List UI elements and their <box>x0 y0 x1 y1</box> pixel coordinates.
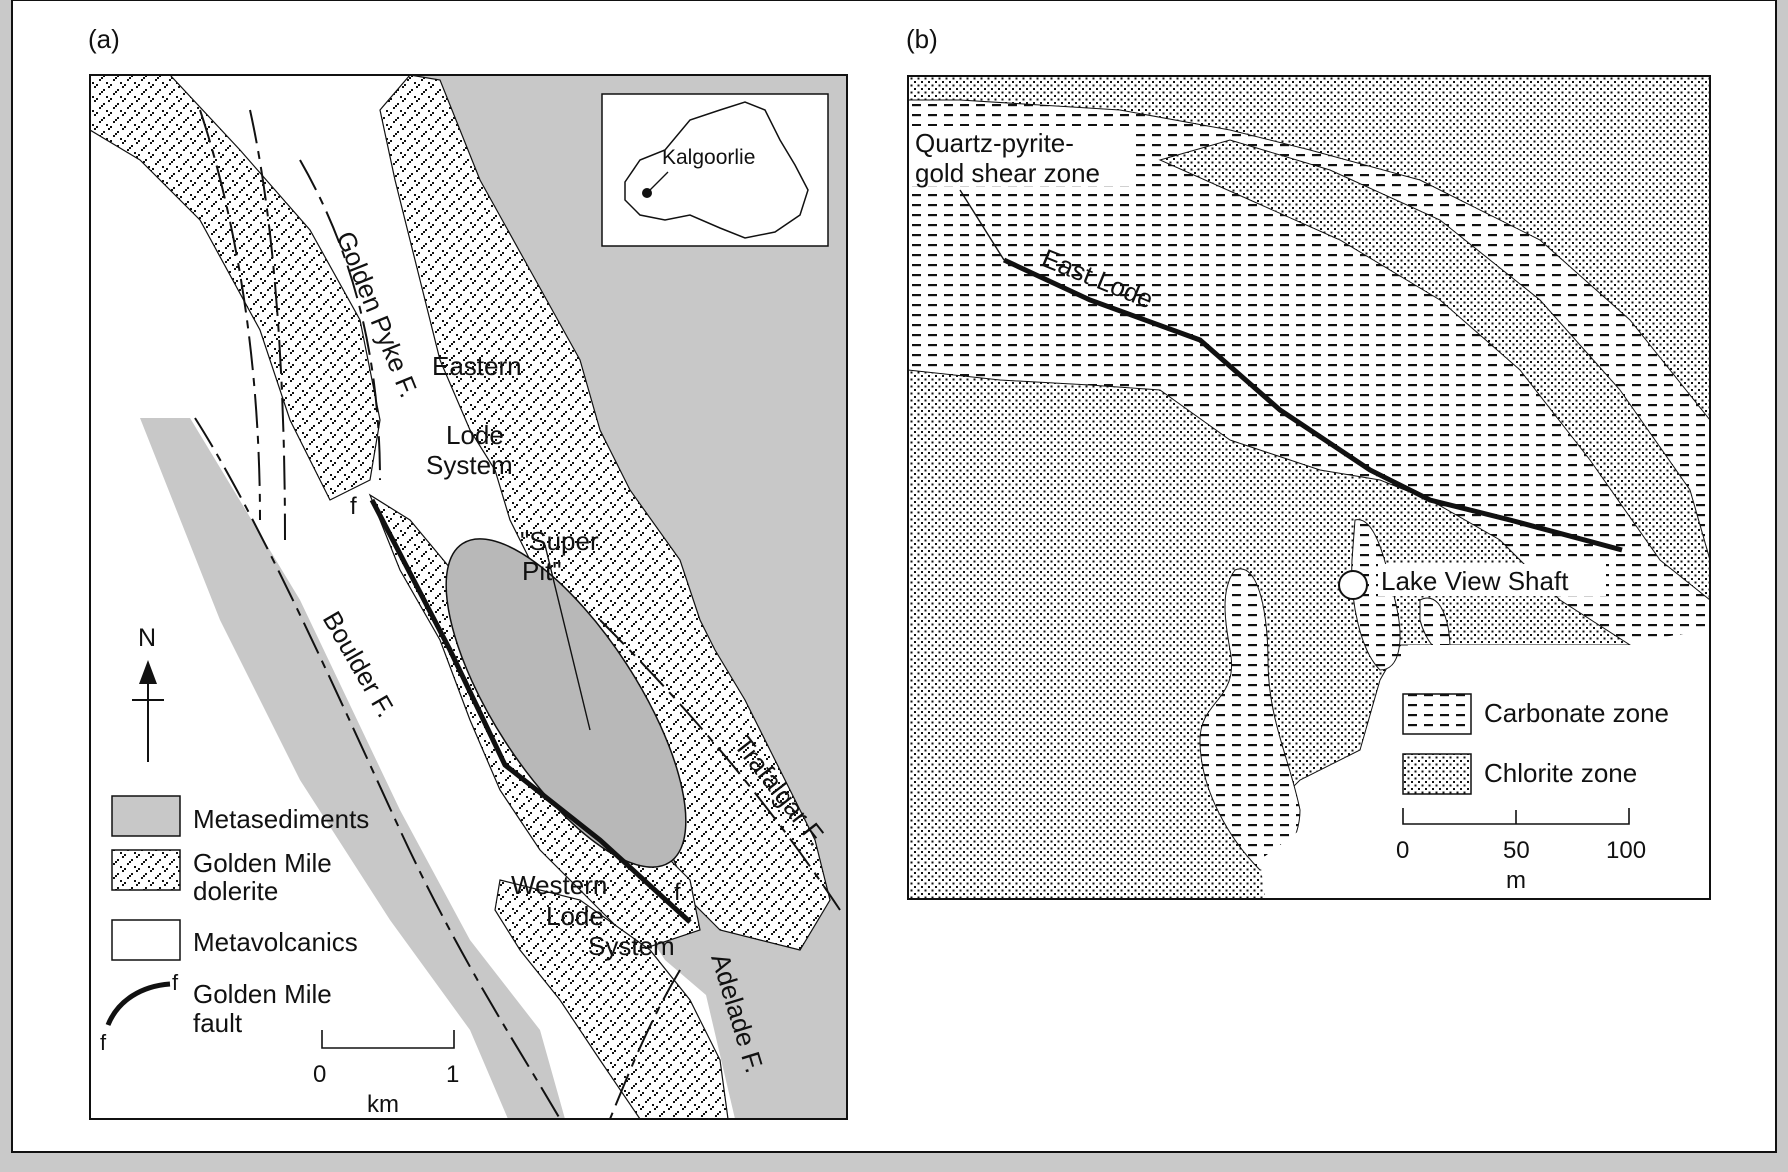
scale-b-tick-50: 50 <box>1503 837 1530 864</box>
legend-fault-mark-2: f <box>172 970 179 995</box>
scale-a: 0 1 km <box>313 1030 459 1118</box>
legend-label-fault-1: Golden Mile <box>193 979 332 1009</box>
legend-b-background <box>1260 645 1710 899</box>
scale-b-unit: m <box>1506 867 1526 894</box>
label-system: System <box>426 450 513 480</box>
legend-swatch-metasediments <box>111 795 181 837</box>
legend-swatch-chlorite <box>1402 753 1472 795</box>
fault-mark-north: f <box>350 493 357 520</box>
east-lode-shear-line <box>1002 257 1623 553</box>
map-a-frame <box>89 74 848 1120</box>
label-eastern: Eastern <box>432 351 522 381</box>
label-western: Western <box>511 870 607 900</box>
map-b-frame <box>907 75 1711 900</box>
australia-outline-icon <box>624 101 809 239</box>
metasediments-west <box>140 418 565 1119</box>
label-lode: Lode <box>446 420 504 450</box>
shear-zone-label-2: gold shear zone <box>915 158 1100 188</box>
dolerite-east <box>379 75 831 951</box>
scale-a-max: 1 <box>446 1061 459 1088</box>
inset-map: Kalgoorlie <box>601 93 829 247</box>
north-arrow-label: N <box>138 624 156 652</box>
fault-line-1 <box>199 109 261 521</box>
legend-label-fault-2: fault <box>193 1008 243 1038</box>
scale-a-min: 0 <box>313 1061 326 1088</box>
dolerite-northwest <box>90 75 381 501</box>
legend-swatch-carbonate <box>1402 693 1472 735</box>
label-super: "Super <box>520 526 599 556</box>
shaft-label-backdrop <box>1378 564 1606 596</box>
legend-label-chlorite: Chlorite zone <box>1484 758 1637 788</box>
map-b <box>908 76 1710 899</box>
shaft-icon <box>1338 570 1368 600</box>
scale-b: 0 50 100 m <box>1396 808 1646 894</box>
north-arrow: N <box>132 624 164 762</box>
dashed-faults <box>194 109 841 1119</box>
legend-label-dolerite-1: Golden Mile <box>193 848 332 878</box>
trafalgar-fault-line <box>599 619 841 911</box>
label-western-lode: Lode <box>546 901 604 931</box>
legend-label-dolerite-2: dolerite <box>193 876 278 906</box>
legend-swatch-metavolcanics <box>111 919 181 961</box>
golden-pyke-fault-line <box>299 159 381 481</box>
super-pit <box>445 538 687 868</box>
chlorite-band-northeast <box>908 76 1710 421</box>
shear-label-backdrop <box>912 126 1132 186</box>
legend-fault-mark-1: f <box>100 1030 107 1055</box>
map-a: Kalgoorlie <box>90 75 847 1119</box>
legend-label-metavolcanics: Metavolcanics <box>193 927 358 957</box>
boulder-fault-line <box>194 417 561 1119</box>
legend-fault-icon <box>105 981 171 1027</box>
golden-mile-fault <box>369 498 692 924</box>
adelade-fault-line <box>609 969 681 1119</box>
legend-swatch-dolerite <box>111 849 181 891</box>
shaft-label: Lake View Shaft <box>1381 566 1569 596</box>
scale-a-unit: km <box>367 1091 399 1118</box>
dolerite-south <box>494 879 729 1119</box>
legend-label-carbonate: Carbonate zone <box>1484 698 1669 728</box>
carbonate-finger-2 <box>1351 519 1401 671</box>
legend-a: Metasediments Golden Mile dolerite Metav… <box>100 795 369 1055</box>
fault-line-2 <box>249 109 286 541</box>
panel-b-label: (b) <box>906 24 938 54</box>
legend-b: Carbonate zone Chlorite zone <box>1402 693 1669 795</box>
scale-b-tick-100: 100 <box>1606 837 1646 864</box>
kalgoorlie-dot-icon <box>642 188 652 198</box>
shear-zone-label-1: Quartz-pyrite- <box>915 128 1074 158</box>
label-western-system: System <box>588 931 675 961</box>
chlorite-band-east <box>1158 139 1710 601</box>
shear-zone-leader <box>959 189 1005 261</box>
inset-place-label: Kalgoorlie <box>662 146 755 169</box>
north-arrow-icon <box>139 660 157 684</box>
scale-b-tick-0: 0 <box>1396 837 1409 864</box>
legend-label-metasediments: Metasediments <box>193 804 369 834</box>
carbonate-finger-1 <box>1199 568 1301 871</box>
fault-mark-south: f <box>674 879 681 906</box>
panel-a-label: (a) <box>88 24 120 54</box>
super-pit-leader <box>544 544 591 731</box>
label-pit: Pit" <box>522 556 562 586</box>
